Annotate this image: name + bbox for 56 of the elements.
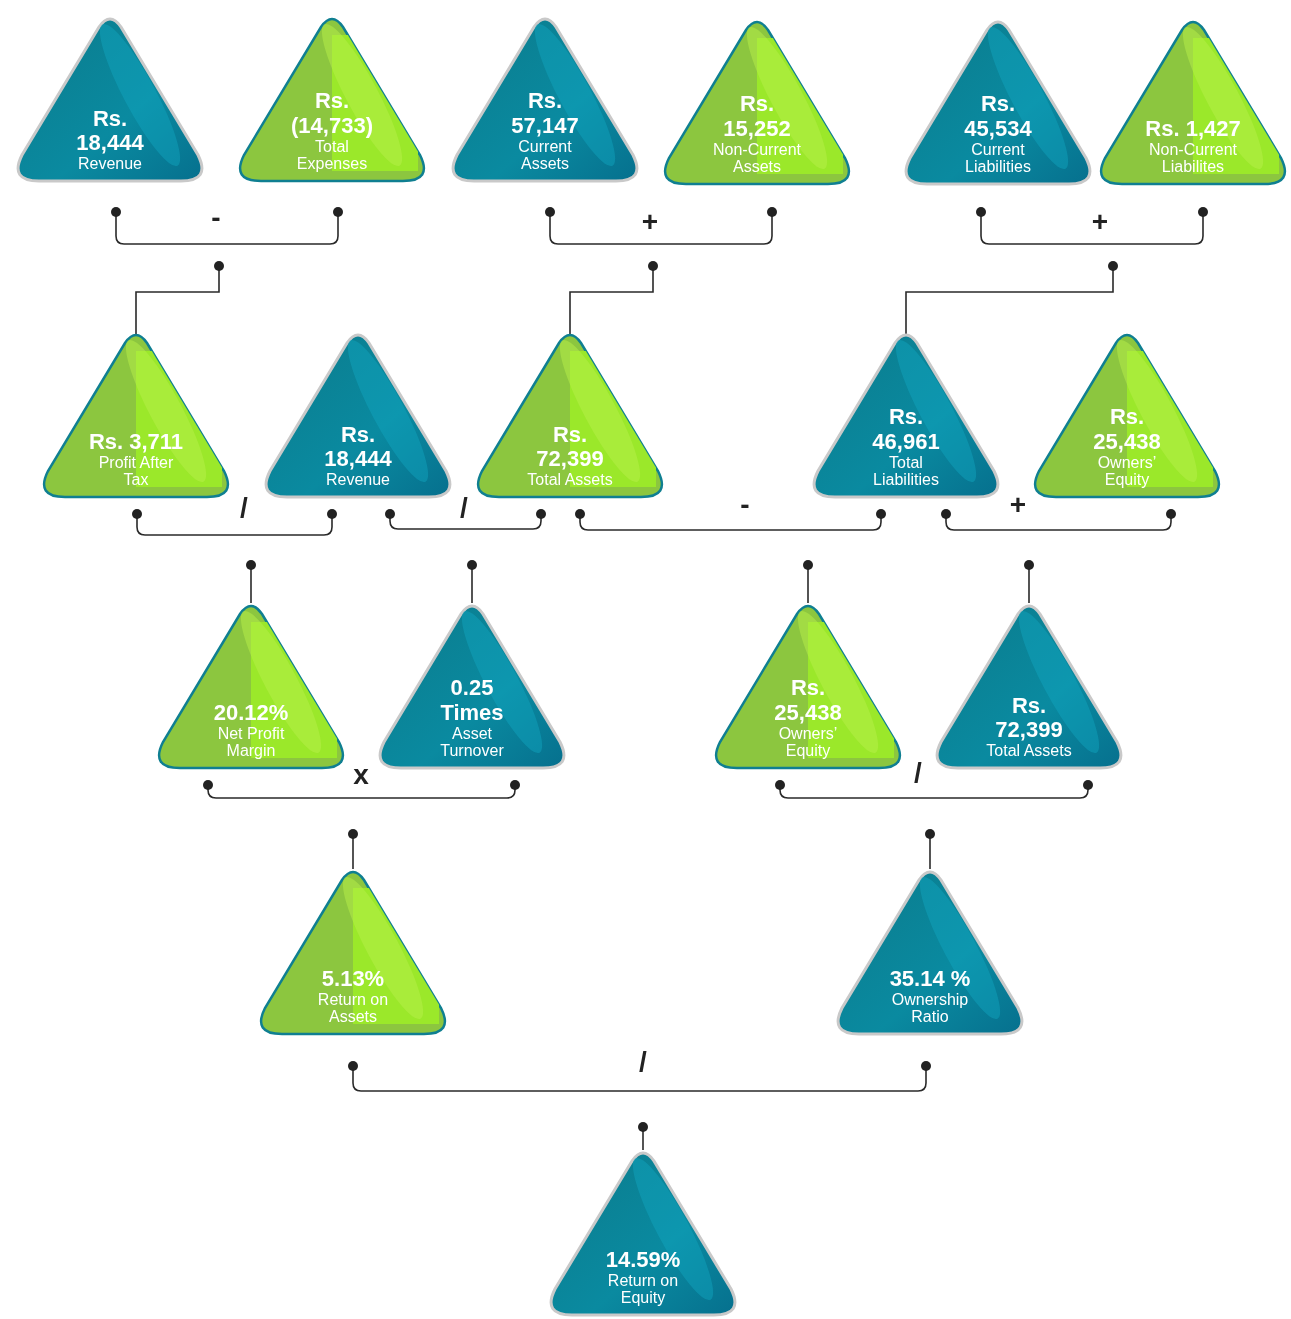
value-text: Rs. 25,438: [1092, 405, 1162, 454]
value-text: Rs. 57,147: [510, 89, 580, 138]
bracket-connector: [545, 207, 777, 245]
value-text: Rs. 1,427: [1145, 116, 1241, 141]
bracket-connector: [775, 780, 1093, 799]
bracket-connector: [575, 509, 886, 531]
bracket-connector: [348, 1061, 931, 1092]
bracket-connector: [111, 207, 343, 245]
metric-label: Return on Equity: [606, 1271, 680, 1307]
value-text: Rs. 72,399: [994, 694, 1064, 743]
bracket-connector: [385, 509, 546, 530]
metric-label: Current Liabilities: [964, 140, 1032, 176]
metric-label: Total Expenses: [296, 137, 368, 173]
bracket-connector: [569, 261, 658, 335]
value-text: 14.59%: [605, 1247, 681, 1272]
value-text: Rs. 25,438: [773, 676, 843, 725]
bracket-connector: [905, 261, 1118, 335]
bracket-connector: [925, 829, 935, 870]
metric-label: Return on Assets: [316, 990, 390, 1026]
metric-label: Ownership Ratio: [890, 990, 970, 1026]
value-text: Rs. 15,252: [722, 92, 792, 141]
value-text: 20.12%: [213, 700, 289, 725]
value-text: 35.14 %: [889, 966, 971, 991]
metric-label: Asset Turnover: [439, 724, 505, 760]
metric-label: Current Assets: [517, 137, 573, 173]
bracket-connector: [941, 509, 1176, 531]
metric-label: Revenue: [77, 155, 142, 173]
bracket-connector: [348, 829, 358, 870]
metric-label: Total Liabilities: [872, 453, 940, 489]
bracket-connector: [467, 560, 477, 604]
bracket-connector: [638, 1122, 648, 1151]
value-text: 0.25 Times: [439, 676, 505, 725]
bracket-connector: [132, 509, 337, 536]
bracket-connector: [246, 560, 256, 604]
value-text: Rs. 3,711: [88, 429, 184, 454]
value-text: Rs. 72,399: [535, 423, 605, 472]
bracket-connector: [135, 261, 224, 335]
metric-label: Total Assets: [986, 742, 1072, 760]
value-text: Rs. 46,961: [871, 405, 941, 454]
bracket-connector: [203, 780, 520, 799]
value-text: Rs. 18,444: [75, 107, 145, 156]
bracket-connector: [976, 207, 1208, 245]
bracket-connector: [1024, 560, 1034, 604]
metric-label: Owners’ Equity: [1096, 453, 1158, 489]
metric-label: Non-Current Liabilites: [1148, 140, 1238, 176]
value-text: Rs. (14,733): [290, 89, 374, 138]
metric-label: Revenue: [325, 471, 390, 489]
value-text: 5.13%: [321, 966, 385, 991]
metric-label: Non-Current Assets: [712, 140, 802, 176]
metric-label: Owners’ Equity: [777, 724, 839, 760]
metric-label: Net Profit Margin: [216, 724, 286, 760]
metric-label: Profit After Tax: [97, 453, 175, 489]
metric-label: Total Assets: [527, 471, 613, 489]
value-text: Rs. 45,534: [963, 92, 1033, 141]
bracket-connector: [803, 560, 813, 604]
value-text: Rs. 18,444: [323, 423, 393, 472]
